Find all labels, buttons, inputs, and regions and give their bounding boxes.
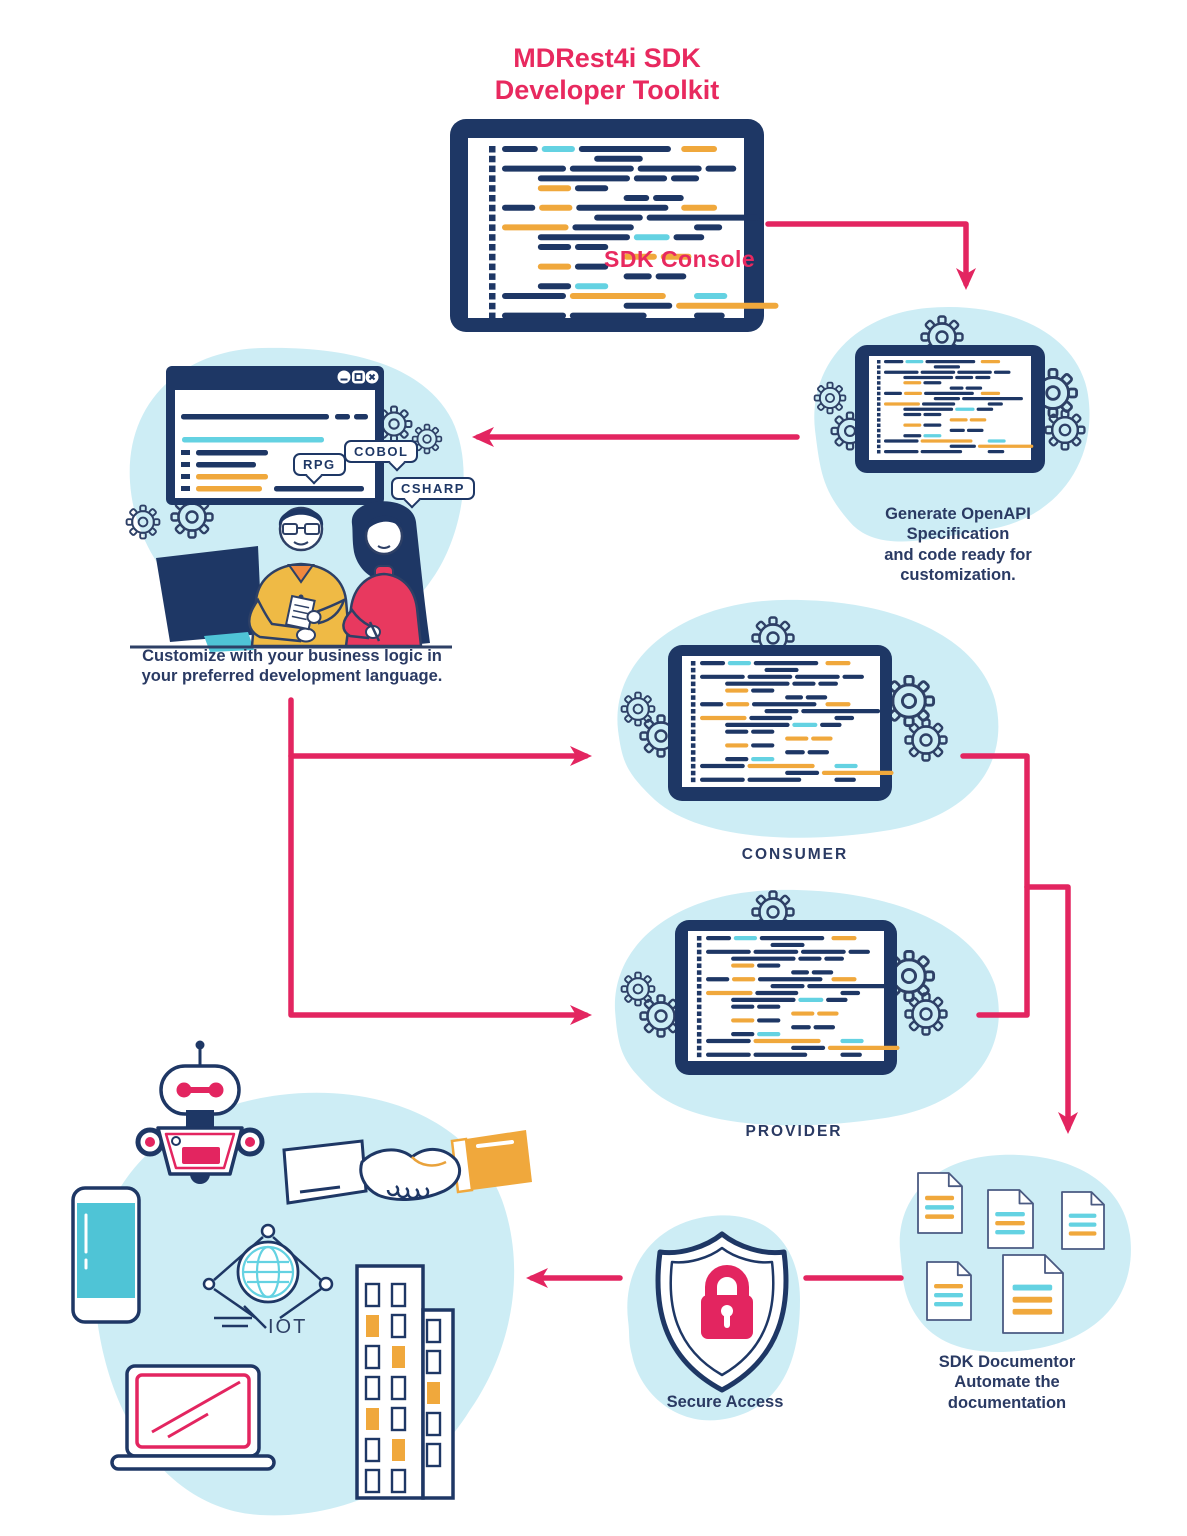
lock-icon <box>701 1265 753 1339</box>
developer-man <box>248 506 352 648</box>
openapi-caption-line1: Generate OpenAPI Specification <box>885 505 1031 544</box>
openapi-caption-line2: and code ready for customization. <box>884 545 1032 585</box>
openapi-caption: Generate OpenAPI Specification and code … <box>844 504 1073 586</box>
provider-label: PROVIDER <box>745 1123 843 1140</box>
maximize-icon <box>352 370 365 384</box>
cobol-bubble: COBOL <box>344 440 419 463</box>
arrow-customize-to-provider <box>288 753 592 1025</box>
sdk-console-monitor <box>450 119 779 332</box>
rpg-bubble: RPG <box>293 453 346 476</box>
documentor-caption-line2: Automate the documentation <box>947 1373 1067 1412</box>
consumer-monitor <box>668 645 894 801</box>
minimize-icon <box>337 370 351 384</box>
document-icon <box>1002 1254 1064 1334</box>
building-icon <box>355 1264 455 1500</box>
csharp-bubble: CSHARP <box>391 477 475 500</box>
arrow-console-to-openapi <box>765 221 976 290</box>
document-icon <box>987 1189 1034 1249</box>
arrow-customize-to-consumer <box>288 697 592 766</box>
shield-lock-icon <box>655 1231 789 1393</box>
provider-monitor <box>675 920 900 1075</box>
handshake-icon <box>282 1130 532 1205</box>
page-title-line2: Developer Toolkit <box>494 75 720 106</box>
document-icon <box>926 1261 972 1321</box>
laptop-icon <box>110 1364 276 1471</box>
flow-arrows <box>288 221 1078 1288</box>
document-icons <box>917 1172 1105 1334</box>
secure-access-label: Secure Access <box>666 1393 784 1411</box>
page-title: MDRest4i SDK Developer Toolkit <box>495 42 720 107</box>
customize-caption-line2: your preferred development language. <box>141 667 443 686</box>
browser-window <box>166 366 384 505</box>
iot-globe-icon <box>202 1223 334 1329</box>
documentor-caption-line1: SDK Documentor <box>938 1353 1076 1371</box>
consumer-label: CONSUMER <box>741 846 849 863</box>
customize-caption: Customize with your business logic in yo… <box>142 646 443 687</box>
documentor-caption: SDK Documentor Automate the documentatio… <box>917 1352 1097 1413</box>
sdk-console-label: SDK Console <box>604 246 756 272</box>
arrow-to-documentor <box>1024 884 1078 1134</box>
desk-monitor <box>156 546 262 642</box>
developer-woman <box>342 501 430 648</box>
customize-caption-line1: Customize with your business logic in <box>142 647 442 665</box>
document-icon <box>1061 1191 1105 1250</box>
robot-icon <box>135 1040 265 1184</box>
document-icon <box>917 1172 963 1234</box>
iot-label: IOT <box>268 1316 308 1338</box>
window-controls <box>337 370 379 384</box>
developers-illustration <box>130 501 452 652</box>
openapi-monitor <box>855 345 1045 473</box>
smartphone-icon <box>71 1186 141 1324</box>
browser-content-lines <box>181 414 368 492</box>
page-title-line1: MDRest4i SDK <box>513 43 701 73</box>
